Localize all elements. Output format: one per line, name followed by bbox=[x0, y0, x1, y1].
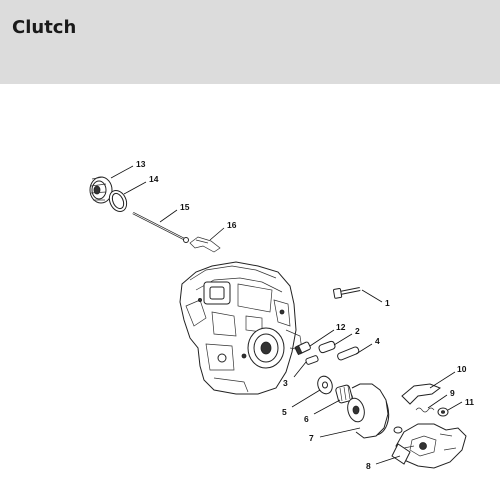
part-5-washer[interactable] bbox=[315, 374, 334, 396]
part-12-pin[interactable] bbox=[294, 341, 311, 356]
part-1-bolt[interactable] bbox=[333, 287, 361, 299]
part-4-dowel[interactable] bbox=[337, 346, 360, 361]
callout-3: 3 bbox=[283, 378, 288, 388]
part-10-clutch-shoe-top[interactable] bbox=[401, 383, 442, 405]
part-2-sleeve[interactable] bbox=[318, 340, 336, 354]
part-9-spring[interactable] bbox=[415, 407, 435, 413]
part-6-needle-cage[interactable] bbox=[335, 384, 353, 404]
callout-11: 11 bbox=[465, 397, 474, 407]
callout-13: 13 bbox=[136, 159, 146, 169]
callout-10: 10 bbox=[457, 364, 467, 374]
part-11-washer[interactable] bbox=[437, 407, 449, 417]
part-3-pin[interactable] bbox=[305, 355, 319, 365]
callout-labels: 13 14 15 16 1 12 2 4 3 5 6 7 8 9 10 11 bbox=[136, 159, 474, 471]
part-15-rod[interactable] bbox=[132, 212, 189, 243]
part-8-clutch-assembly[interactable] bbox=[391, 423, 467, 469]
callout-2: 2 bbox=[355, 326, 360, 336]
callout-4: 4 bbox=[375, 336, 380, 346]
callout-14: 14 bbox=[149, 174, 159, 184]
callout-1: 1 bbox=[385, 298, 390, 308]
page-title: Clutch bbox=[12, 17, 77, 38]
callout-12: 12 bbox=[336, 322, 346, 332]
part-13-cap[interactable] bbox=[89, 176, 113, 204]
callout-7: 7 bbox=[309, 433, 314, 443]
callout-9: 9 bbox=[450, 388, 455, 398]
part-16-clip[interactable] bbox=[189, 236, 221, 253]
part-7-clutch-drum[interactable] bbox=[345, 380, 394, 440]
callout-8: 8 bbox=[366, 461, 371, 471]
callout-15: 15 bbox=[180, 202, 190, 212]
part-14-ring[interactable] bbox=[106, 188, 130, 215]
callout-5: 5 bbox=[282, 407, 287, 417]
callout-6: 6 bbox=[304, 414, 309, 424]
leader-lines bbox=[110, 165, 463, 465]
callout-16: 16 bbox=[227, 220, 237, 230]
header-bar: Clutch bbox=[0, 0, 500, 84]
crankcase-housing bbox=[179, 261, 303, 395]
